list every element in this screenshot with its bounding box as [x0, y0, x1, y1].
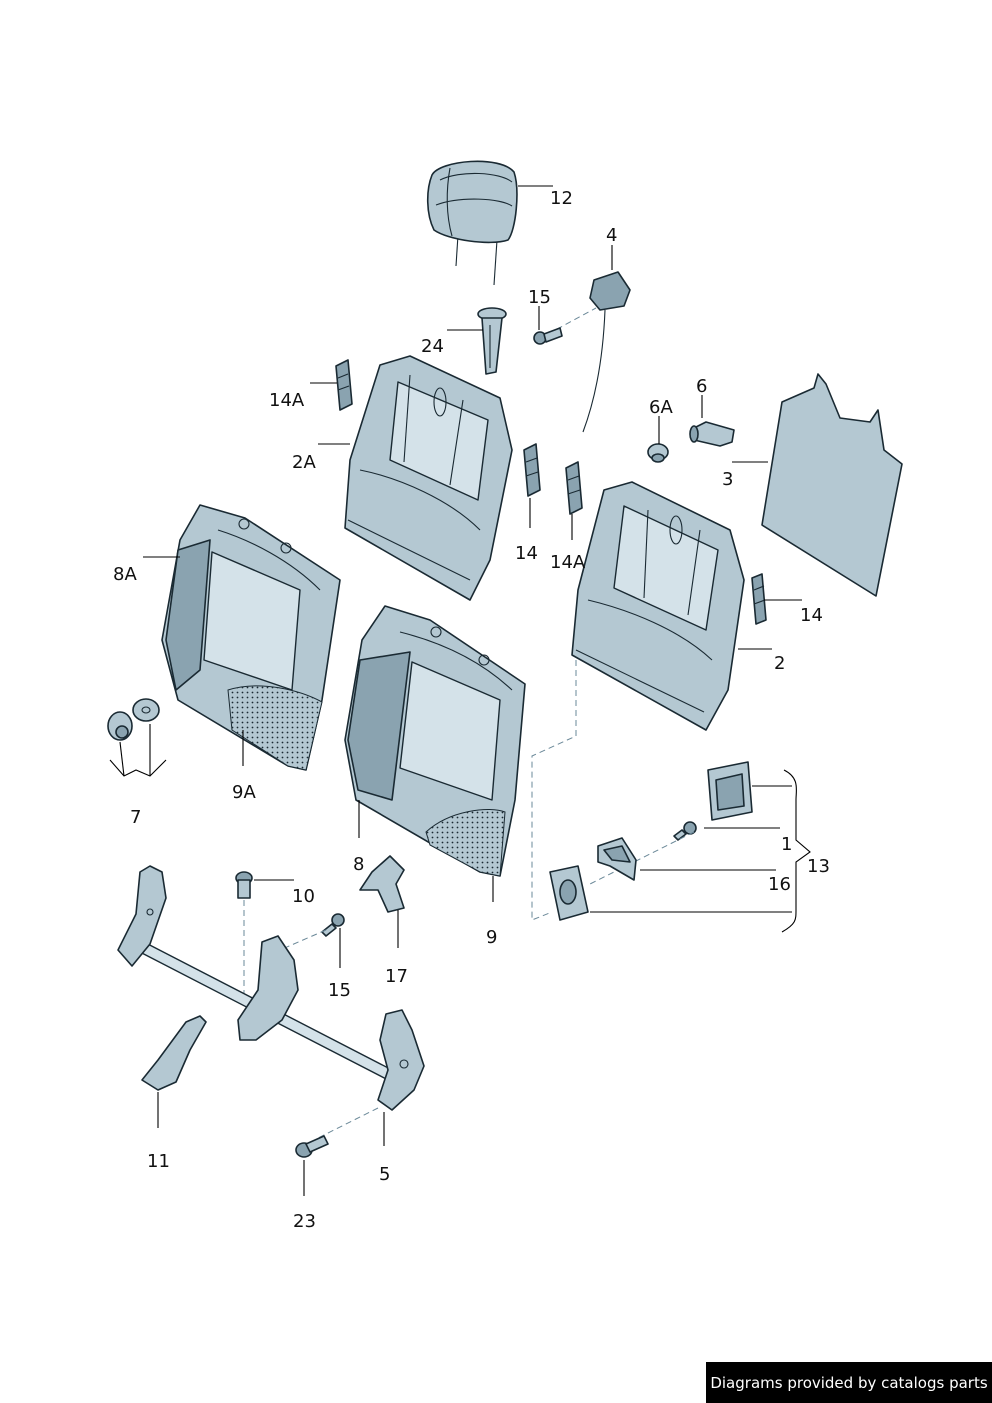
screw-part-15b	[321, 913, 345, 937]
callout-2a: 2A	[292, 452, 316, 473]
callout-9a: 9A	[232, 782, 256, 803]
footer-credit: Diagrams provided by catalogs parts	[706, 1362, 992, 1403]
bracket-part-16	[597, 837, 637, 881]
callout-9: 9	[486, 927, 497, 948]
backrest-frame-2a	[344, 355, 513, 601]
nut-part-6a	[647, 443, 669, 463]
callout-6a: 6A	[649, 397, 673, 418]
callout-13: 13	[807, 856, 830, 877]
callout-23: 23	[293, 1211, 316, 1232]
callout-15-bottom: 15	[328, 980, 351, 1001]
callout-16: 16	[768, 874, 791, 895]
callout-15-top: 15	[528, 287, 551, 308]
clip-part-14-mid	[523, 443, 541, 497]
callout-1: 1	[781, 834, 792, 855]
bolt-part-10	[235, 871, 253, 899]
clip-part-7	[107, 698, 160, 741]
lever-part-11	[141, 1015, 207, 1091]
screw-part-15a	[533, 327, 563, 345]
callout-4: 4	[606, 225, 617, 246]
headrest-part	[426, 160, 518, 286]
screw-part-13	[673, 821, 697, 841]
backrest-cover-8a	[161, 504, 341, 771]
callout-2: 2	[774, 653, 785, 674]
callout-5: 5	[379, 1164, 390, 1185]
callout-24: 24	[421, 336, 444, 357]
clip-part-14a-mid	[565, 461, 583, 515]
callout-8: 8	[353, 854, 364, 875]
callout-14a-left: 14A	[269, 390, 305, 411]
callout-10: 10	[292, 886, 315, 907]
callout-6: 6	[696, 376, 707, 397]
clip-part-14a-left	[335, 359, 353, 411]
seat-frame-part	[117, 865, 425, 1111]
callout-12: 12	[550, 188, 573, 209]
cover-part-1	[707, 761, 753, 821]
clip-part-14-right	[751, 573, 767, 625]
callout-14-right: 14	[800, 605, 823, 626]
backrest-cover-8	[344, 605, 526, 877]
bolt-part-23	[295, 1135, 329, 1158]
callout-14a-mid: 14A	[550, 552, 586, 573]
callout-3: 3	[722, 469, 733, 490]
callout-17: 17	[385, 966, 408, 987]
callout-8a: 8A	[113, 564, 137, 585]
callout-14-mid: 14	[515, 543, 538, 564]
bolt-part-6	[689, 421, 735, 447]
lock-part	[549, 865, 589, 921]
callout-11: 11	[147, 1151, 170, 1172]
bracket-part-17	[359, 855, 405, 913]
belt-lock-part	[582, 271, 631, 433]
back-panel-part	[761, 373, 903, 597]
guide-sleeve-part	[477, 307, 507, 375]
callout-7: 7	[130, 807, 141, 828]
backrest-frame-2	[571, 481, 745, 731]
